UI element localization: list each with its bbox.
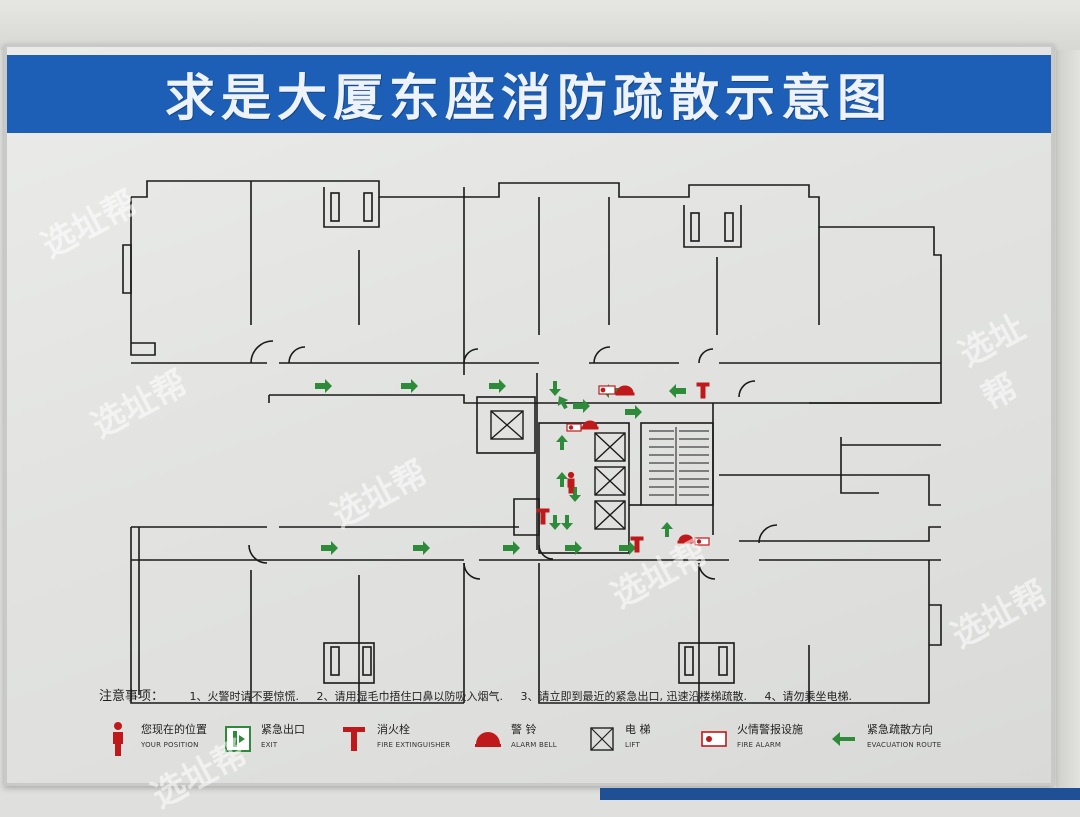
legend-item-position: 您现在的位置 YOUR POSITION	[101, 719, 221, 775]
floor-plan	[122, 180, 942, 704]
route-arrow	[573, 399, 590, 413]
legend-item-bell: 警 铃 ALARM BELL	[471, 719, 585, 775]
note-item: 3、请立即到最近的紧急出口, 迅速沿楼梯疏散.	[520, 690, 748, 703]
sign-title: 求是大厦东座消防疏散示意图	[165, 69, 893, 127]
fire-alarm-symbol	[598, 385, 616, 395]
fire-alarm-symbol	[694, 537, 710, 546]
legend-label-cn: 电 梯	[625, 723, 651, 736]
route-arrow	[556, 472, 568, 487]
route-arrow	[413, 541, 430, 555]
route-arrow	[557, 396, 569, 410]
route-arrow	[556, 435, 568, 450]
wall-background	[0, 0, 1080, 50]
bell-symbol	[677, 534, 695, 544]
fire-symbols	[536, 382, 710, 553]
legend-item-lift: 电 梯 LIFT	[585, 719, 697, 775]
route-arrow	[321, 541, 338, 555]
route-arrow	[625, 405, 642, 419]
legend-item-hydrant: 消火栓 FIRE EXTINGUISHER	[337, 719, 471, 775]
hydrant-symbol	[536, 508, 550, 525]
evacuation-sign: 求是大厦东座消防疏散示意图	[4, 44, 1055, 816]
wall-edge	[1056, 50, 1080, 800]
route-arrow	[669, 384, 686, 398]
legend-item-route: 紧急疏散方向 EVACUATION ROUTE	[827, 719, 957, 775]
hydrant-icon	[337, 719, 371, 759]
hydrant-symbol	[696, 382, 710, 399]
blue-strip	[600, 788, 1080, 800]
legend-label-cn: 紧急出口	[261, 723, 305, 736]
legend-label-en: FIRE ALARM	[737, 741, 782, 749]
legend-label-en: EXIT	[261, 741, 278, 749]
legend-label-cn: 您现在的位置	[141, 723, 207, 736]
legend-label-en: ALARM BELL	[511, 741, 557, 749]
route-arrow	[561, 515, 573, 530]
exit-icon	[221, 719, 255, 759]
fire-alarm-symbol	[566, 423, 582, 432]
legend-label-en: YOUR POSITION	[141, 741, 199, 749]
bell-symbol	[581, 420, 599, 430]
legend-item-fire-alarm: 火情警报设施 FIRE ALARM	[697, 719, 827, 775]
route-arrow	[315, 379, 332, 393]
notes-label: 注意事项：	[99, 689, 165, 704]
route-arrow	[661, 522, 673, 537]
lift-symbol	[594, 500, 626, 530]
lift-symbol	[594, 466, 626, 496]
legend: 您现在的位置 YOUR POSITION 紧急出口 EXIT 消火栓 FIRE EXT…	[101, 719, 981, 775]
fire-alarm-icon	[697, 719, 731, 759]
watermark: 选址帮	[945, 572, 1055, 657]
lift-symbol	[490, 410, 524, 440]
route-arrow	[565, 541, 582, 555]
notes-line: 注意事项： 1、火警时请不要惊慌. 2、请用湿毛巾捂住口鼻以防吸入烟气. 3、请…	[99, 685, 999, 709]
lift-symbol	[594, 432, 626, 462]
note-item: 1、火警时请不要惊慌.	[189, 690, 300, 703]
walls	[122, 180, 942, 704]
legend-label-cn: 警 铃	[511, 723, 537, 736]
legend-item-exit: 紧急出口 EXIT	[221, 719, 337, 775]
bell-symbol	[615, 385, 635, 396]
legend-label-en: LIFT	[625, 741, 640, 749]
legend-label-cn: 紧急疏散方向	[867, 723, 933, 736]
alarm-symbols	[566, 385, 710, 546]
route-arrow	[549, 381, 561, 396]
legend-label-cn: 消火栓	[377, 723, 410, 736]
legend-label-en: EVACUATION ROUTE	[867, 741, 942, 749]
lift-icon	[585, 719, 619, 759]
title-bar: 求是大厦东座消防疏散示意图	[7, 55, 1051, 133]
note-item: 4、请勿乘坐电梯.	[764, 690, 853, 703]
note-item: 2、请用湿毛巾捂住口鼻以防吸入烟气.	[316, 690, 504, 703]
arrow-left-icon	[827, 719, 861, 759]
lift-shafts	[490, 410, 626, 530]
hydrant-symbol	[630, 536, 644, 553]
route-arrow	[569, 487, 581, 502]
evacuation-arrows	[315, 379, 686, 555]
legend-label-en: FIRE EXTINGUISHER	[377, 741, 451, 749]
route-arrow	[549, 515, 561, 530]
person-symbol	[567, 471, 575, 494]
route-arrow	[503, 541, 520, 555]
watermark: 选址帮	[952, 307, 1032, 419]
route-arrow	[401, 379, 418, 393]
bell-icon	[471, 719, 505, 759]
person-icon	[101, 719, 135, 759]
legend-label-cn: 火情警报设施	[737, 723, 803, 736]
route-arrow	[489, 379, 506, 393]
route-arrow	[619, 541, 636, 555]
